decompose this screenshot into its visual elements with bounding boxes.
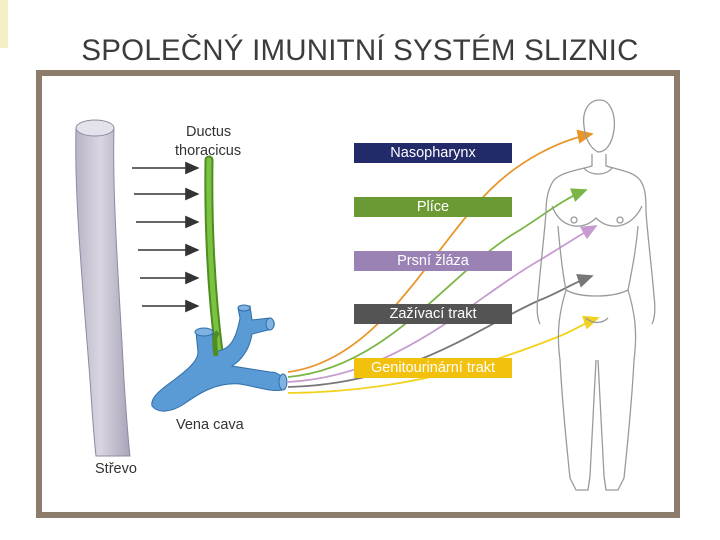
human-body-outline (537, 100, 655, 490)
site-lungs-box: Plíce (354, 197, 512, 217)
site-lungs-label: Plíce (417, 199, 449, 215)
site-mammary-label: Prsní žláza (397, 253, 469, 269)
ductus-label-line1: Ductus (186, 124, 231, 140)
gut-label: Střevo (95, 461, 137, 477)
gut-migration-arrows (132, 168, 198, 306)
site-nasopharynx-label: Nasopharynx (390, 145, 475, 161)
vena-cava-label: Vena cava (176, 417, 244, 433)
site-genitourinary-box: Genitourinární trakt (354, 358, 512, 378)
gut-tube (76, 120, 130, 456)
ductus-label-line2: thoracicus (175, 143, 241, 159)
site-digestive-label: Zažívací trakt (389, 306, 476, 322)
site-mammary-box: Prsní žláza (354, 251, 512, 271)
site-genitourinary-label: Genitourinární trakt (371, 360, 495, 376)
site-nasopharynx-box: Nasopharynx (354, 143, 512, 163)
site-digestive-box: Zažívací trakt (354, 304, 512, 324)
